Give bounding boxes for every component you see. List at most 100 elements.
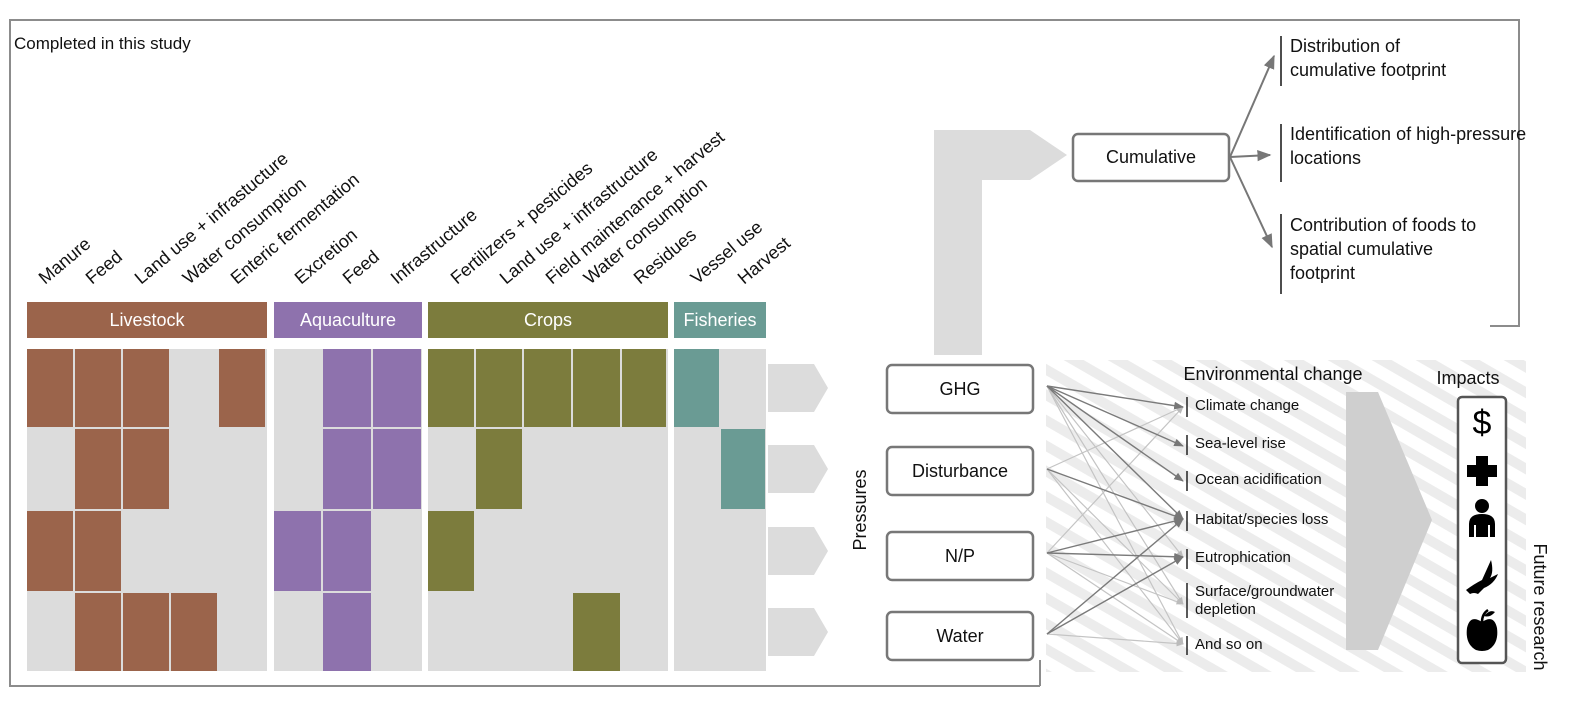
group-header-label: Fisheries bbox=[683, 310, 756, 330]
pressure-label: Water bbox=[936, 626, 983, 646]
pressure-change-link bbox=[1046, 517, 1184, 554]
env-change-label: Ocean acidification bbox=[1195, 471, 1322, 488]
group-header bbox=[274, 302, 422, 338]
activity-pressure-matrix bbox=[27, 349, 766, 671]
env-change-label: Sea-level rise bbox=[1195, 435, 1286, 452]
pressure-change-link bbox=[1046, 385, 1184, 410]
env-change-label: Climate change bbox=[1195, 397, 1299, 414]
future-research-label: Future research bbox=[1530, 543, 1550, 670]
pressure-change-link bbox=[1046, 633, 1184, 647]
apple-icon bbox=[1466, 608, 1498, 651]
pressure-change-link bbox=[1046, 385, 1184, 605]
matrix-cell bbox=[75, 593, 121, 671]
group-header bbox=[27, 302, 267, 338]
matrix-cell bbox=[674, 349, 719, 427]
impacts-arrow bbox=[1346, 392, 1432, 650]
pressure-change-link bbox=[1046, 556, 1184, 635]
pressure-box bbox=[885, 610, 1035, 662]
group-header bbox=[428, 302, 668, 338]
matrix-cell bbox=[476, 349, 522, 427]
matrix-cell bbox=[323, 593, 371, 671]
pressure-change-link bbox=[1046, 385, 1184, 447]
svg-text:$: $ bbox=[1473, 404, 1492, 442]
future-research-area bbox=[1046, 360, 1526, 672]
env-change-label: Eutrophication bbox=[1195, 549, 1291, 566]
pressure-label: GHG bbox=[939, 379, 980, 399]
matrix-cell bbox=[373, 349, 421, 427]
matrix-cell bbox=[27, 349, 73, 427]
pressure-box bbox=[885, 363, 1035, 415]
pressure-label: Disturbance bbox=[912, 461, 1008, 481]
pressure-change-link bbox=[1046, 518, 1184, 635]
matrix-cell bbox=[75, 349, 121, 427]
bird-icon bbox=[1466, 560, 1498, 594]
matrix-cell bbox=[123, 349, 169, 427]
matrix-cell bbox=[622, 349, 666, 427]
group-header-label: Aquaculture bbox=[300, 310, 396, 330]
group-header-label: Crops bbox=[524, 310, 572, 330]
cumulative-l-arrow bbox=[934, 130, 1067, 355]
impacts-title: Impacts bbox=[1436, 368, 1499, 388]
pressure-change-link bbox=[1046, 552, 1184, 645]
matrix-cell bbox=[721, 429, 765, 509]
pressure-change-link bbox=[1046, 385, 1184, 482]
matrix-cell bbox=[219, 349, 265, 427]
pressure-change-link bbox=[1046, 468, 1184, 645]
cumulative-box bbox=[1071, 132, 1231, 183]
group-header bbox=[674, 302, 766, 338]
group-headers: Livestock Aquaculture Crops Fisheries bbox=[27, 302, 766, 338]
pressure-change-link bbox=[1046, 385, 1184, 520]
row-chevrons bbox=[768, 364, 828, 656]
matrix-cell bbox=[123, 593, 169, 671]
matrix-cell bbox=[524, 349, 571, 427]
activity-label: Manure bbox=[35, 234, 95, 289]
pressure-box bbox=[885, 445, 1035, 497]
study-frame bbox=[9, 19, 1520, 687]
pressure-change-link bbox=[1046, 552, 1184, 561]
pressure-change-link bbox=[1046, 552, 1184, 605]
matrix-cell bbox=[428, 511, 474, 591]
pressure-change-link bbox=[1046, 385, 1184, 558]
study-label: Completed in this study bbox=[14, 34, 191, 53]
row-chevron bbox=[768, 445, 828, 493]
pressure-change-link bbox=[1046, 385, 1184, 645]
matrix-cell bbox=[274, 511, 321, 591]
matrix-cell bbox=[476, 429, 522, 509]
matrix-cell bbox=[323, 349, 371, 427]
env-change-label: And so on bbox=[1195, 636, 1263, 653]
pressure-change-link bbox=[1046, 468, 1184, 520]
matrix-cell bbox=[323, 511, 371, 591]
pressure-label: N/P bbox=[945, 546, 975, 566]
row-chevron bbox=[768, 527, 828, 575]
matrix-cell bbox=[573, 349, 620, 427]
pressure-box bbox=[885, 530, 1035, 582]
cumulative-label: Cumulative bbox=[1106, 147, 1196, 167]
health-cross-icon bbox=[1467, 456, 1497, 486]
matrix-cell bbox=[373, 429, 421, 509]
outcome-arrows bbox=[1229, 54, 1275, 249]
row-chevron bbox=[768, 608, 828, 656]
env-change-label: Habitat/species loss bbox=[1195, 511, 1328, 528]
row-chevron bbox=[768, 364, 828, 412]
matrix-cell bbox=[123, 429, 169, 509]
pressure-change-links bbox=[1046, 385, 1184, 647]
matrix-cell bbox=[573, 593, 620, 671]
person-icon bbox=[1469, 499, 1495, 537]
dollar-icon: $ bbox=[1473, 404, 1492, 442]
pressures-label: Pressures bbox=[850, 469, 870, 550]
pressure-change-link bbox=[1046, 406, 1184, 554]
matrix-cell bbox=[171, 593, 217, 671]
pressure-change-link bbox=[1046, 406, 1184, 470]
matrix-cell bbox=[27, 511, 73, 591]
env-change-title: Environmental change bbox=[1183, 364, 1362, 384]
group-header-label: Livestock bbox=[109, 310, 185, 330]
